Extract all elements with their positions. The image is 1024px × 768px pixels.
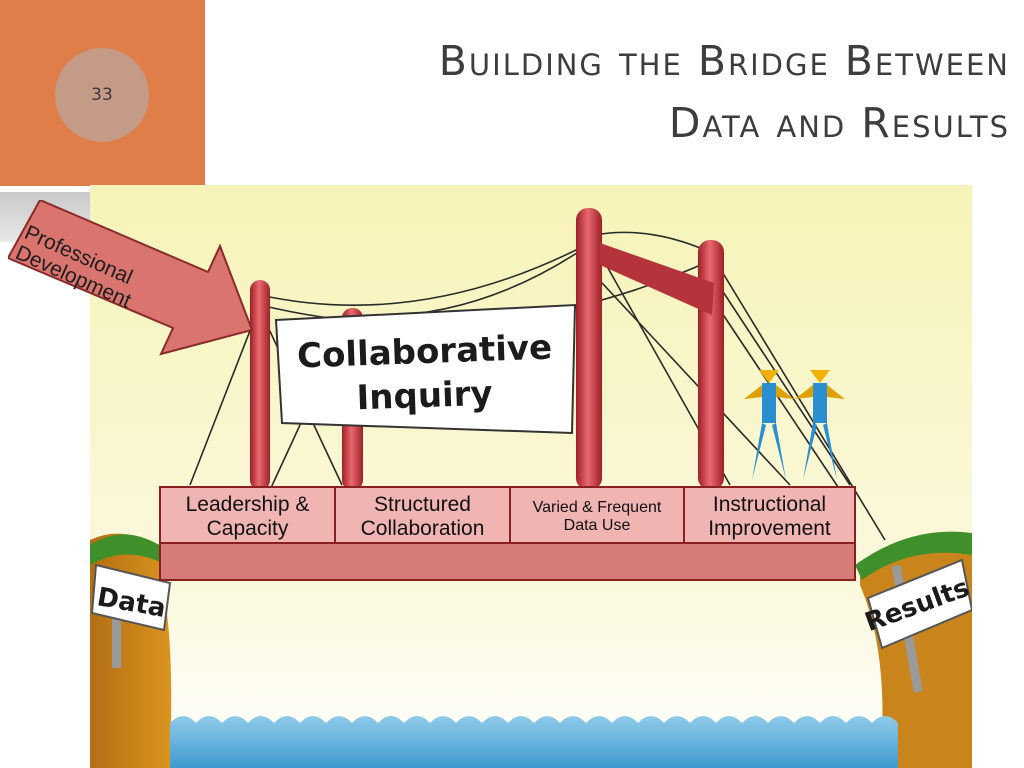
tower-3: [576, 208, 602, 490]
pillar-instructional-improvement: Instructional Improvement: [685, 488, 854, 546]
person-figure: [744, 370, 794, 480]
tower-1: [250, 280, 270, 490]
left-grass: [90, 534, 162, 565]
banner-line2: Inquiry: [356, 374, 493, 419]
collaborative-inquiry-banner: Collaborative Inquiry: [274, 303, 577, 435]
slide-number: 33: [91, 85, 113, 105]
deck-pillars-row: Leadership & Capacity Structured Collabo…: [159, 486, 856, 546]
slide-title-line2: Data and Results: [668, 99, 1010, 147]
tower-crossbeam: [600, 243, 714, 315]
pillar-label-line2: Improvement: [708, 517, 831, 540]
deck-base: [159, 544, 856, 581]
slide-title: Building the Bridge Between Data and Res…: [250, 30, 1010, 154]
pillar-label-line2: Capacity: [206, 517, 289, 540]
pillar-label-line1: Varied & Frequent: [532, 499, 662, 516]
pillar-structured-collaboration: Structured Collaboration: [336, 488, 511, 546]
pillar-label-line1: Leadership &: [185, 493, 310, 516]
pillar-label-line2: Data Use: [563, 517, 631, 534]
pillar-leadership-capacity: Leadership & Capacity: [161, 488, 336, 546]
bridge-deck: Leadership & Capacity Structured Collabo…: [159, 486, 856, 581]
results-sign: Results: [861, 558, 972, 693]
slide-number-badge: 33: [55, 48, 149, 142]
data-sign: Data: [90, 563, 172, 668]
pillar-label-line2: Collaboration: [360, 517, 485, 540]
tower-4: [698, 240, 724, 490]
people-figures: [744, 370, 845, 480]
bridge-illustration: Collaborative Inquiry: [90, 185, 972, 768]
banner-line1: Collaborative: [296, 328, 552, 377]
right-grass: [855, 531, 972, 580]
pillar-varied-frequent-data-use: Varied & Frequent Data Use: [511, 488, 685, 546]
corner-accent-block: 33: [0, 0, 205, 186]
person-figure: [795, 370, 845, 480]
sky-background: [90, 185, 972, 768]
water: [170, 716, 898, 768]
pillar-label-line1: Instructional: [712, 493, 827, 516]
pillar-label-line1: Structured: [374, 493, 471, 516]
professional-development-arrow: [8, 200, 254, 356]
slide-title-line1: Building the Bridge Between: [438, 37, 1010, 85]
